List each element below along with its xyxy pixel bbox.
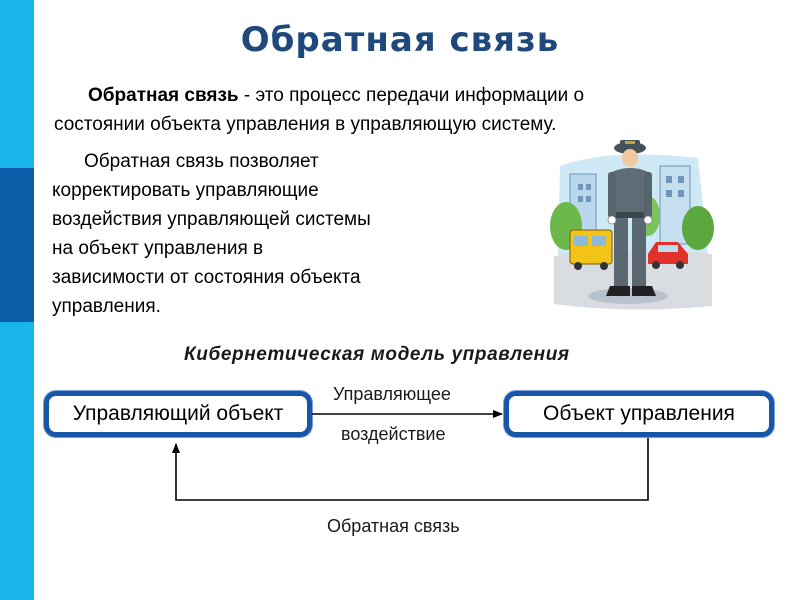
feedback-arrow: [172, 438, 649, 501]
slide-sidebar-stripe: [0, 0, 34, 600]
feedback-arrow-label: Обратная связь: [327, 516, 460, 536]
explanation-line: воздействия управляющей системы: [52, 209, 371, 230]
explanation-paragraph: Обратная связь позволяет корректировать …: [52, 147, 492, 321]
forward-arrow-label-bottom: воздействие: [341, 424, 446, 444]
sidebar-dark-block: [0, 168, 34, 322]
model-title: Кибернетическая модель управления: [184, 344, 570, 365]
definition-term: Обратная связь: [88, 85, 239, 106]
explanation-line: управления.: [52, 296, 161, 317]
explanation-line: зависимости от состояния объекта: [52, 267, 361, 288]
controlling-object-box: Управляющий объект: [44, 391, 312, 437]
slide-title: Обратная связь: [240, 20, 560, 60]
forward-arrow-label-top: Управляющее: [333, 384, 451, 404]
definition-line-1: Обратная связь - это процесс передачи ин…: [54, 81, 734, 110]
controlled-object-box: Объект управления: [504, 391, 774, 437]
definition-text: - это процесс передачи информации о: [238, 85, 585, 106]
definition-paragraph: Обратная связь - это процесс передачи ин…: [54, 81, 734, 139]
traffic-policeman-illustration: [550, 140, 714, 310]
definition-line-2: состоянии объекта управления в управляющ…: [54, 114, 557, 135]
explanation-line: на объект управления в: [52, 238, 264, 259]
explanation-line: корректировать управляющие: [52, 180, 319, 201]
explanation-line: Обратная связь позволяет: [84, 151, 319, 172]
